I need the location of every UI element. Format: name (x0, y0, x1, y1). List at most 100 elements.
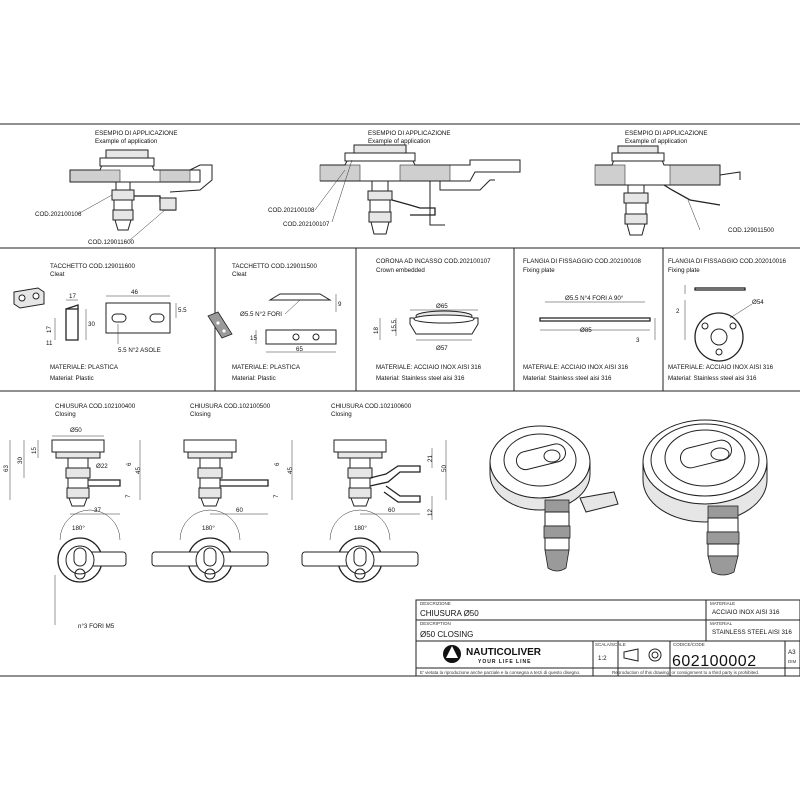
svg-text:63: 63 (3, 465, 10, 472)
app2-code1: COD.202100108 (268, 207, 315, 214)
tb-scale-value: 1:2 (598, 655, 607, 662)
p1-subtitle: Cleat (50, 271, 65, 278)
svg-text:180°: 180° (354, 525, 367, 532)
svg-text:Ø22: Ø22 (96, 463, 108, 470)
p2-material: MATERIALE: PLASTICA (232, 364, 301, 371)
projection-symbol-icon (623, 648, 662, 662)
panel-cleat-129011500: TACCHETTO COD.129011500 Cleat 9 Ø5.5 N°2… (207, 263, 342, 382)
sheet-frame (0, 123, 800, 677)
svg-text:37: 37 (94, 507, 101, 514)
closing-102100500: CHIUSURA COD.102100500 Closing 6 45 7 60… (151, 403, 294, 583)
application-example-3: ESEMPIO DI APPLICAZIONE Example of appli… (594, 130, 775, 236)
c2-title: CHIUSURA COD.102100500 (190, 403, 271, 410)
tb-descr-label: DESCRIPTION (420, 621, 451, 626)
svg-text:Ø85: Ø85 (580, 327, 592, 334)
p5-title: FLANGIA DI FISSAGGIO COD.202010016 (668, 258, 787, 265)
tb-descr-value: Ø50 CLOSING (420, 630, 473, 639)
app1-code2: COD.129011600 (88, 239, 135, 246)
p5-subtitle: Fixing plate (668, 267, 700, 274)
app3-code1: COD.129011500 (728, 227, 775, 234)
tb-mat-label: MATERIALE (710, 601, 735, 606)
app1-title: ESEMPIO DI APPLICAZIONE (95, 130, 178, 137)
tb-code-label: CODICE/CODE (673, 642, 705, 647)
c3-subtitle: Closing (331, 411, 352, 418)
c1-subtitle: Closing (55, 411, 76, 418)
app2-code2: COD.202100107 (283, 221, 330, 228)
svg-text:Ø57: Ø57 (436, 345, 448, 352)
panel-fixing-plate-202100108: FLANGIA DI FISSAGGIO COD.202100108 Fixin… (523, 258, 656, 382)
svg-text:11: 11 (46, 340, 53, 347)
p2-material-en: Material: Plastic (232, 375, 276, 382)
tb-legal-it: E' vietata la riproduzione anche parzial… (420, 670, 580, 675)
closing-102100600: CHIUSURA COD.102100600 Closing 21 50 12 … (301, 403, 448, 583)
tb-mat-value: ACCIAIO INOX AISI 316 (712, 609, 780, 616)
closing-3d-render-2 (642, 419, 768, 576)
svg-text:60: 60 (236, 507, 243, 514)
c2-subtitle: Closing (190, 411, 211, 418)
svg-text:Ø65: Ø65 (436, 303, 448, 310)
svg-text:17: 17 (46, 326, 53, 333)
svg-text:30: 30 (88, 321, 95, 328)
svg-text:65: 65 (296, 346, 303, 353)
p2-subtitle: Cleat (232, 271, 247, 278)
svg-text:Ø5.5 N°2 FORI: Ø5.5 N°2 FORI (240, 311, 282, 318)
svg-text:21: 21 (427, 455, 434, 462)
p4-material: MATERIALE: ACCIAIO INOX AISI 316 (523, 364, 629, 371)
svg-text:12: 12 (427, 509, 434, 516)
svg-text:30: 30 (17, 457, 24, 464)
closing-102100400: CHIUSURA COD.102100400 Closing Ø50 63 30… (3, 403, 142, 630)
app1-code1: COD.202100106 (35, 211, 82, 218)
svg-text:60: 60 (388, 507, 395, 514)
nauticoliver-logo: NAUTICOLIVER YOUR LIFE LINE (443, 645, 542, 665)
tb-legal-en: Reproduction of this drawing, or consign… (612, 670, 759, 675)
panel-cleat-129011600: TACCHETTO COD.129011600 Cleat 17 30 17 1… (13, 263, 187, 382)
app2-subtitle: Example of application (368, 138, 431, 145)
svg-text:180°: 180° (202, 525, 215, 532)
svg-text:7: 7 (125, 494, 132, 498)
panel-fixing-plate-202010016: FLANGIA DI FISSAGGIO COD.202010016 Fixin… (668, 258, 787, 382)
svg-text:15: 15 (250, 335, 257, 342)
svg-text:Ø50: Ø50 (70, 427, 82, 434)
p2-title: TACCHETTO COD.129011500 (232, 263, 317, 270)
svg-text:Ø5.5 N°4 FORI A 90°: Ø5.5 N°4 FORI A 90° (565, 295, 624, 302)
svg-text:46: 46 (131, 289, 138, 296)
svg-text:6: 6 (126, 462, 133, 466)
brand-name: NAUTICOLIVER (466, 647, 542, 658)
p3-title: CORONA AD INCASSO COD.202100107 (376, 258, 491, 265)
svg-text:50: 50 (441, 465, 448, 472)
p3-subtitle: Crown embedded (376, 267, 425, 274)
application-example-1: ESEMPIO DI APPLICAZIONE Example of appli… (35, 130, 213, 246)
svg-text:n°3 FORI M5: n°3 FORI M5 (78, 623, 115, 630)
p1-material-en: Material: Plastic (50, 375, 94, 382)
svg-text:9: 9 (338, 301, 342, 308)
panel-crown-embedded: CORONA AD INCASSO COD.202100107 Crown em… (373, 258, 491, 382)
svg-text:6: 6 (274, 462, 281, 466)
app3-title: ESEMPIO DI APPLICAZIONE (625, 130, 708, 137)
svg-text:Ø54: Ø54 (752, 299, 764, 306)
closing-3d-render-1 (489, 425, 619, 572)
svg-text:3: 3 (636, 337, 640, 344)
svg-text:45: 45 (287, 467, 294, 474)
c3-title: CHIUSURA COD.102100600 (331, 403, 412, 410)
svg-text:15: 15 (31, 447, 38, 454)
p5-material-en: Material: Stainless steel aisi 316 (668, 375, 757, 382)
tb-desc-value: CHIUSURA Ø50 (420, 609, 479, 618)
p3-material: MATERIALE: ACCIAIO INOX AISI 316 (376, 364, 482, 371)
svg-text:18: 18 (373, 327, 380, 334)
app1-subtitle: Example of application (95, 138, 158, 145)
p4-material-en: Material: Stainless steel aisi 316 (523, 375, 612, 382)
svg-text:7: 7 (273, 494, 280, 498)
title-block: DESCRIZIONE CHIUSURA Ø50 DESCRIPTION Ø50… (415, 599, 800, 677)
svg-text:15.5: 15.5 (391, 319, 398, 332)
tb-scale-label: SCALA/SCALE (595, 642, 626, 647)
tb-material-value: STAINLESS STEEL AISI 316 (712, 629, 792, 636)
tb-desc-label: DESCRIZIONE (420, 601, 451, 606)
app3-subtitle: Example of application (625, 138, 688, 145)
app2-title: ESEMPIO DI APPLICAZIONE (368, 130, 451, 137)
svg-text:2: 2 (676, 308, 680, 315)
brand-slogan: YOUR LIFE LINE (478, 659, 531, 665)
svg-text:180°: 180° (72, 525, 85, 532)
tb-format: A3 (788, 649, 796, 656)
svg-text:5.5: 5.5 (178, 307, 187, 314)
